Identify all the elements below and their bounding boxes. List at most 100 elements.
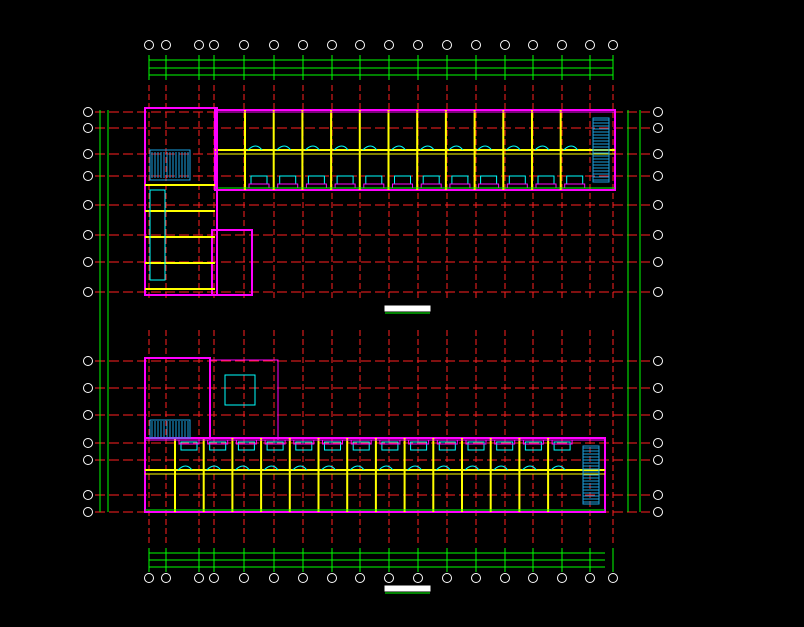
bathroom-fixture	[422, 175, 440, 185]
door-swing	[477, 145, 492, 151]
axis-bubble-icon	[327, 40, 337, 50]
door-swing	[247, 145, 263, 151]
bathroom-fixture	[295, 441, 313, 451]
bathroom-fixture	[237, 441, 255, 451]
door-swing	[206, 465, 222, 471]
axis-bubble-icon	[355, 573, 365, 583]
axis-bubble-icon	[653, 149, 663, 159]
door-swing	[263, 465, 279, 471]
axis-bubble-icon	[471, 573, 481, 583]
axis-bubble-icon	[83, 438, 93, 448]
axis-bubble-icon	[653, 200, 663, 210]
axis-bubble-icon	[585, 573, 595, 583]
door-swing	[292, 465, 308, 471]
axis-bubble-icon	[608, 40, 618, 50]
axis-bubble-icon	[653, 410, 663, 420]
axis-bubble-icon	[269, 40, 279, 50]
window	[535, 183, 557, 189]
axis-bubble-icon	[83, 257, 93, 267]
axis-bubble-icon	[653, 123, 663, 133]
axis-bubble-icon	[557, 573, 567, 583]
axis-bubble-icon	[239, 573, 249, 583]
window	[449, 183, 471, 189]
bathroom-fixture	[553, 441, 571, 451]
axis-bubble-icon	[194, 40, 204, 50]
bathroom-fixture	[410, 441, 428, 451]
axis-bubble-icon	[653, 107, 663, 117]
bathroom-fixture	[381, 441, 399, 451]
door-swing	[522, 465, 537, 471]
axis-bubble-icon	[585, 40, 595, 50]
door-swing	[505, 145, 521, 151]
axis-bubble-icon	[413, 573, 423, 583]
bathroom-fixture	[508, 175, 526, 185]
axis-bubble-icon	[209, 40, 219, 50]
bathroom-fixture	[451, 175, 469, 185]
door-swing	[419, 145, 435, 151]
axis-bubble-icon	[355, 40, 365, 50]
bathroom-fixture	[537, 175, 555, 185]
window	[277, 183, 299, 189]
bathroom-fixture	[266, 441, 284, 451]
door-swing	[534, 145, 550, 151]
door-swing	[448, 145, 464, 151]
axis-bubble-icon	[83, 507, 93, 517]
axis-bubble-icon	[528, 573, 538, 583]
bathroom-fixture	[209, 441, 227, 451]
axis-bubble-icon	[608, 573, 618, 583]
stair	[149, 419, 191, 439]
axis-bubble-icon	[442, 40, 452, 50]
window	[363, 183, 385, 189]
axis-bubble-icon	[83, 455, 93, 465]
axis-bubble-icon	[194, 573, 204, 583]
plan-title-mark	[384, 585, 431, 592]
axis-bubble-icon	[442, 573, 452, 583]
axis-bubble-icon	[653, 455, 663, 465]
axis-bubble-icon	[298, 573, 308, 583]
axis-bubble-icon	[83, 149, 93, 159]
door-swing	[321, 465, 336, 471]
axis-bubble-icon	[384, 40, 394, 50]
axis-bubble-icon	[161, 40, 171, 50]
plan-title-mark	[384, 305, 431, 312]
stair	[149, 149, 191, 181]
axis-bubble-icon	[653, 230, 663, 240]
bathroom-fixture	[307, 175, 325, 185]
axis-bubble-icon	[83, 123, 93, 133]
window	[478, 183, 500, 189]
bathroom-fixture	[324, 441, 341, 451]
axis-bubble-icon	[413, 40, 423, 50]
bathroom-fixture	[352, 441, 370, 451]
axis-bubble-icon	[83, 410, 93, 420]
door-swing	[333, 145, 349, 151]
axis-bubbles	[83, 40, 663, 583]
door-swing	[378, 465, 394, 471]
window	[248, 183, 270, 189]
axis-bubble-icon	[298, 40, 308, 50]
dimension-lines	[99, 55, 641, 572]
axis-bubble-icon	[83, 171, 93, 181]
axis-bubble-icon	[83, 490, 93, 500]
bathroom-fixture	[336, 175, 354, 185]
axis-bubble-icon	[83, 356, 93, 366]
bathroom-fixture	[438, 441, 456, 451]
axis-bubble-icon	[653, 490, 663, 500]
axis-bubble-icon	[653, 356, 663, 366]
axis-bubble-icon	[327, 573, 337, 583]
plan-titles	[384, 305, 431, 594]
bathroom-fixtures	[149, 189, 166, 281]
door-swing	[177, 465, 193, 471]
axis-bubble-icon	[653, 507, 663, 517]
bathroom-fixture	[480, 175, 498, 185]
door-swing	[276, 145, 292, 151]
axis-bubble-icon	[83, 200, 93, 210]
outer-wall	[209, 359, 279, 441]
bathroom-fixture	[496, 441, 514, 451]
axis-bubble-icon	[500, 573, 510, 583]
window	[564, 183, 586, 189]
axis-bubble-icon	[83, 230, 93, 240]
window	[420, 183, 442, 189]
axis-bubble-icon	[471, 40, 481, 50]
axis-bubble-icon	[653, 383, 663, 393]
